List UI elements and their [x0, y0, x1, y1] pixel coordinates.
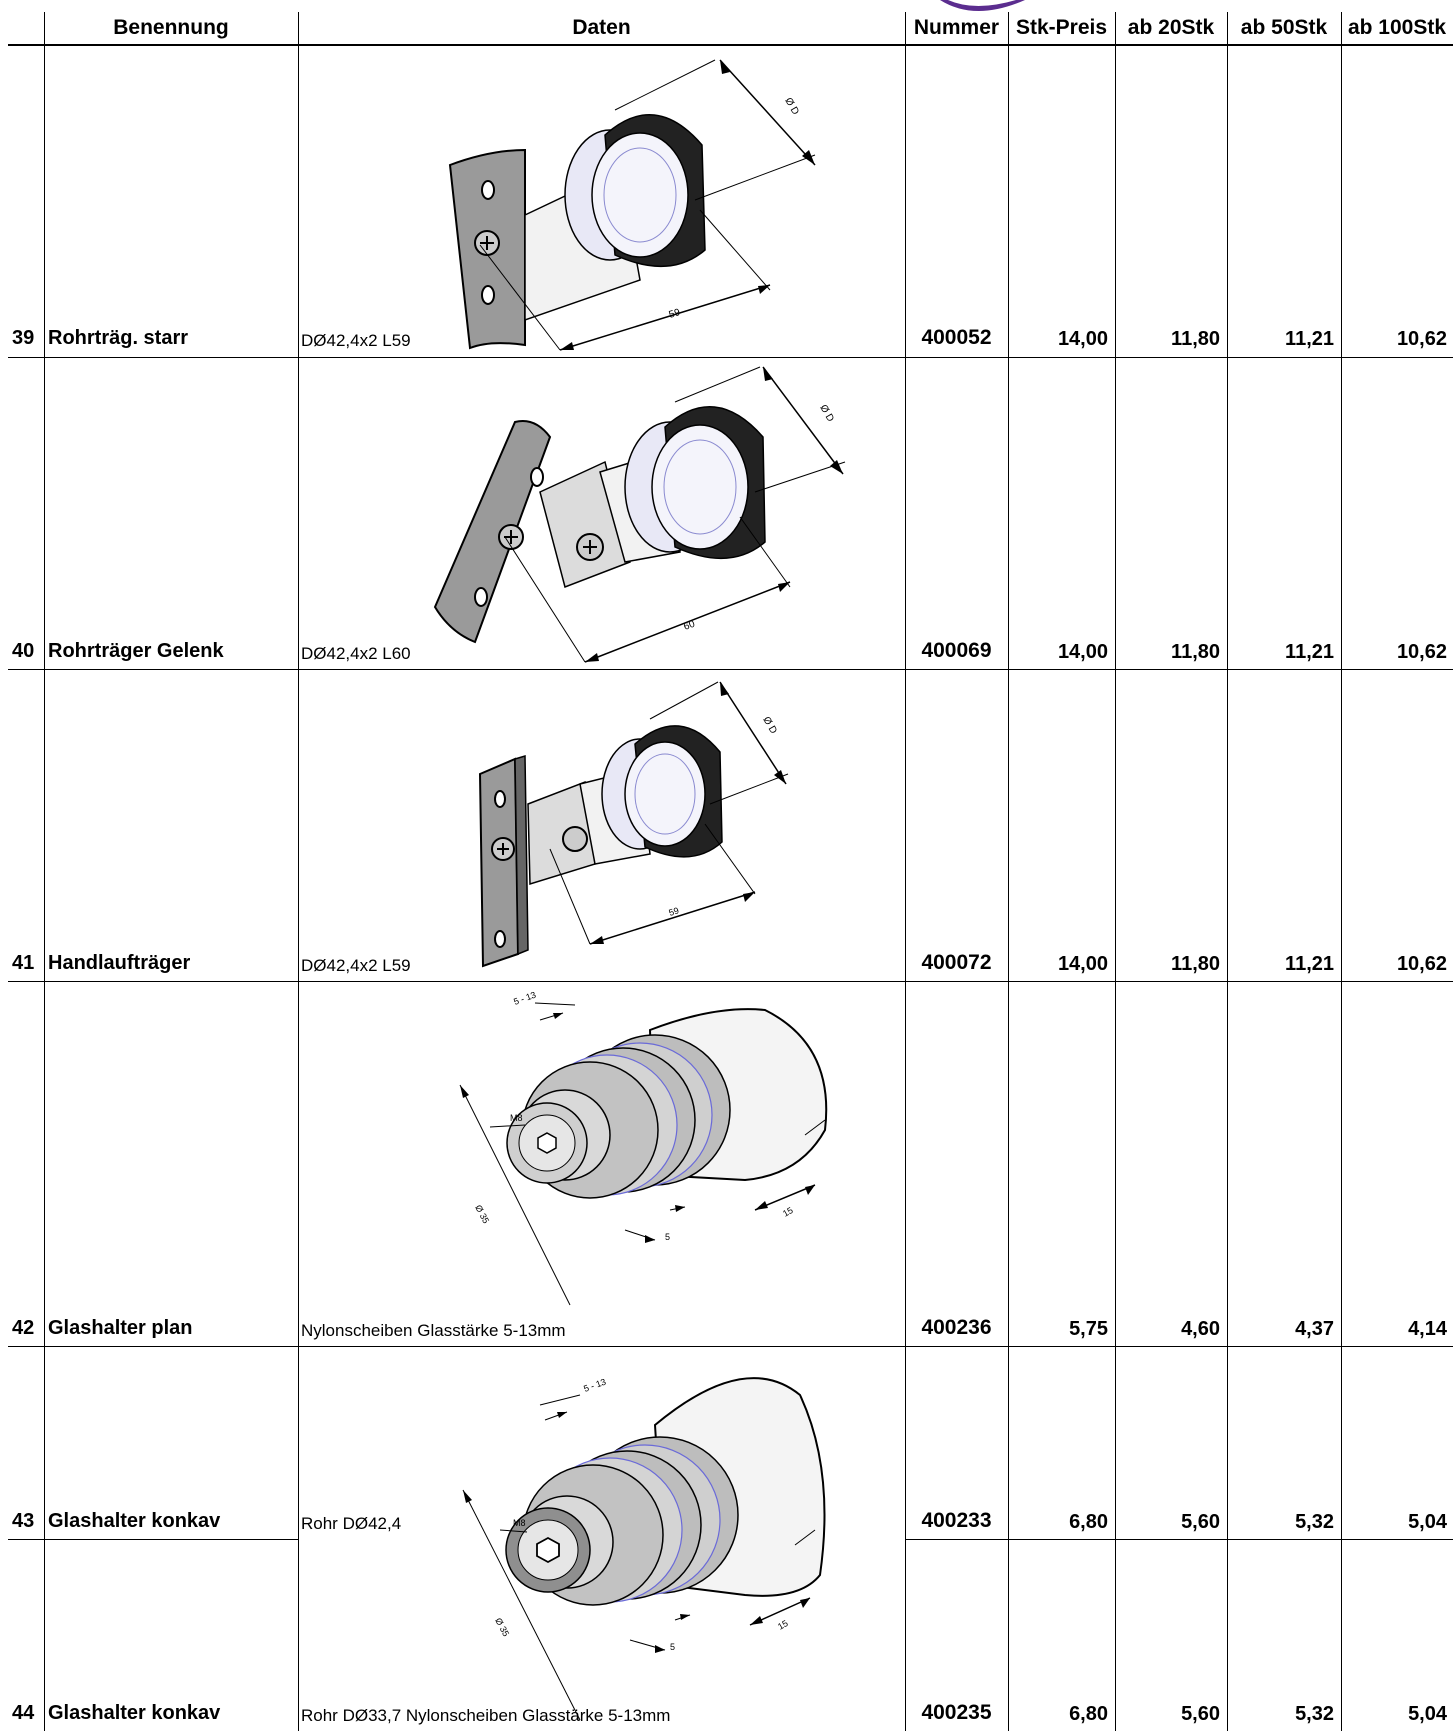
col-rule: [298, 12, 299, 1731]
row-42-stk: 5,75: [1069, 1318, 1108, 1340]
header-ab-50: ab 50Stk: [1240, 16, 1328, 39]
row-41-ab50: 11,21: [1285, 953, 1334, 975]
row-41-nummer: 400072: [921, 951, 992, 974]
row-39-nummer: 400052: [921, 326, 992, 349]
svg-text:Ø D: Ø D: [817, 403, 835, 424]
header-stk-preis: Stk-Preis: [1015, 16, 1108, 39]
handlauftraeger-drawing: Ø D 59: [478, 681, 789, 968]
row-rule-partial: [8, 1539, 298, 1540]
svg-text:5 - 13: 5 - 13: [582, 1377, 607, 1394]
svg-text:59: 59: [668, 905, 681, 918]
row-44-pos: 44: [12, 1702, 35, 1724]
svg-text:Ø 35: Ø 35: [493, 1616, 511, 1638]
row-41-ab100: 10,62: [1396, 953, 1447, 975]
row-39-stk: 14,00: [1057, 328, 1108, 350]
row-44-ab20: 5,60: [1181, 1703, 1220, 1725]
col-rule: [905, 12, 906, 1731]
row-40-data: DØ42,4x2 L60: [301, 644, 411, 663]
row-43-ab20: 5,60: [1181, 1511, 1220, 1533]
row-rule: [8, 357, 1453, 358]
row-43-ab100: 5,04: [1408, 1511, 1447, 1533]
row-39-ab20: 11,80: [1171, 328, 1220, 350]
svg-text:60: 60: [682, 619, 697, 633]
row-41-data: DØ42,4x2 L59: [301, 956, 411, 975]
svg-text:59: 59: [668, 307, 682, 321]
col-rule: [1227, 12, 1228, 1731]
glashalter-konkav-drawing: M8 Ø 35 5 - 13 5 15: [462, 1377, 826, 1721]
row-43-stk: 6,80: [1069, 1511, 1108, 1533]
row-39-pos: 39: [12, 327, 35, 349]
row-41-ab20: 11,80: [1171, 953, 1220, 975]
col-rule: [1341, 12, 1342, 1731]
brand-logo-fragment: [940, 0, 1025, 11]
svg-text:15: 15: [776, 1618, 790, 1632]
col-rule: [44, 12, 45, 1731]
row-42-ab50: 4,37: [1295, 1318, 1334, 1340]
row-42-nummer: 400236: [921, 1316, 992, 1339]
svg-text:M8: M8: [513, 1518, 526, 1528]
row-44-data: Rohr DØ33,7 Nylonscheiben Glasstärke 5-1…: [301, 1706, 671, 1725]
row-43-name: Glashalter konkav: [48, 1510, 221, 1532]
row-41-stk: 14,00: [1057, 953, 1108, 975]
row-39-ab50: 11,21: [1285, 328, 1334, 350]
header-rule: [8, 44, 1453, 46]
row-44-ab100: 5,04: [1408, 1703, 1447, 1725]
row-rule: [8, 1346, 1453, 1347]
row-44-nummer: 400235: [921, 1701, 992, 1724]
row-40-ab50: 11,21: [1285, 641, 1334, 663]
row-40-pos: 40: [12, 640, 35, 662]
row-rule-partial: [905, 1539, 1453, 1540]
row-40-name: Rohrträger Gelenk: [48, 640, 224, 662]
row-40-ab20: 11,80: [1171, 641, 1220, 663]
rohrtraeger-starr-drawing: Ø D 59: [448, 59, 816, 351]
row-43-nummer: 400233: [921, 1509, 992, 1532]
row-rule: [8, 981, 1453, 982]
svg-text:15: 15: [781, 1205, 795, 1219]
row-43-data: Rohr DØ42,4: [301, 1514, 402, 1533]
row-43-ab50: 5,32: [1295, 1511, 1334, 1533]
row-41-name: Handlaufträger: [48, 952, 191, 974]
svg-text:Ø 35: Ø 35: [473, 1203, 491, 1225]
row-41-pos: 41: [12, 952, 35, 974]
svg-text:5: 5: [665, 1232, 670, 1242]
row-40-nummer: 400069: [921, 639, 992, 662]
col-rule: [1115, 12, 1116, 1731]
header-ab-100: ab 100Stk: [1347, 16, 1447, 39]
header-daten: Daten: [572, 16, 631, 39]
svg-text:M8: M8: [510, 1113, 523, 1123]
row-42-ab20: 4,60: [1181, 1318, 1220, 1340]
row-44-stk: 6,80: [1069, 1703, 1108, 1725]
row-44-name: Glashalter konkav: [48, 1702, 221, 1724]
header-benennung: Benennung: [113, 16, 229, 39]
row-42-name: Glashalter plan: [48, 1317, 193, 1339]
row-43-pos: 43: [12, 1510, 35, 1532]
header-ab-20: ab 20Stk: [1127, 16, 1215, 39]
row-40-ab100: 10,62: [1396, 641, 1447, 663]
svg-text:5: 5: [670, 1642, 675, 1652]
row-42-data: Nylonscheiben Glasstärke 5-13mm: [301, 1321, 566, 1340]
glashalter-plan-drawing: M8 Ø 35 5 - 13 5 15: [459, 990, 828, 1306]
row-rule: [8, 669, 1453, 670]
header-nummer: Nummer: [913, 16, 1000, 39]
rohrtraeger-gelenk-drawing: Ø D 60: [433, 366, 846, 663]
svg-text:Ø D: Ø D: [760, 715, 778, 736]
row-40-stk: 14,00: [1057, 641, 1108, 663]
row-42-ab100: 4,14: [1408, 1318, 1447, 1340]
row-39-data: DØ42,4x2 L59: [301, 331, 411, 350]
row-39-name: Rohrträg. starr: [48, 327, 189, 349]
svg-text:5 - 13: 5 - 13: [512, 990, 537, 1007]
row-44-ab50: 5,32: [1295, 1703, 1334, 1725]
svg-text:Ø D: Ø D: [782, 96, 800, 117]
row-39-ab100: 10,62: [1396, 328, 1447, 350]
col-rule: [1008, 12, 1009, 1731]
row-42-pos: 42: [12, 1317, 35, 1339]
